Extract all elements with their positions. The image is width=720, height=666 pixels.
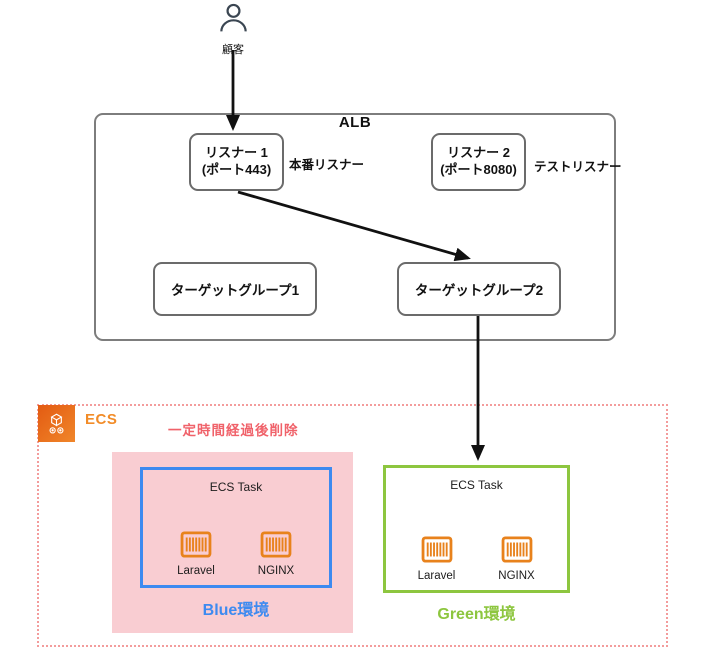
ecs-label: ECS [85,411,118,428]
target-group1-node: ターゲットグループ1 [153,262,317,316]
blue-environment-region [112,452,353,633]
green-container-row: Laravel NGINX [386,536,567,582]
container-nginx: NGINX [486,536,548,582]
container-icon [260,531,292,563]
target-group2-node: ターゲットグループ2 [397,262,561,316]
container-icon [421,536,453,568]
blue-ecs-task-box: ECS Task Laravel [140,467,332,588]
customer-node: 顧客 [212,2,254,57]
container-label: Laravel [417,570,456,582]
customer-label: 顧客 [222,44,244,56]
container-laravel: Laravel [406,536,468,582]
green-env-label: Green環境 [437,606,516,623]
blue-env-label: Blue環境 [202,602,270,619]
blue-task-title: ECS Task [209,480,263,494]
container-label: Laravel [177,565,215,577]
test-listener-label: テストリスナー [534,160,622,174]
container-label: NGINX [257,565,295,577]
container-laravel: Laravel [165,531,227,577]
listener1-node: リスナー 1 (ポート443) [189,133,284,191]
container-nginx: NGINX [245,531,307,577]
listener1-text: リスナー 1 (ポート443) [201,145,272,177]
delete-after-time-note: 一定時間経過後削除 [168,423,299,438]
container-icon [501,536,533,568]
blue-container-row: Laravel NGINX [143,531,329,577]
ecs-service-icon [38,405,75,442]
container-label: NGINX [498,570,535,582]
green-task-title: ECS Task [450,478,503,492]
alb-title: ALB [338,114,372,131]
production-listener-label: 本番リスナー [289,158,365,172]
green-ecs-task-box: ECS Task Laravel [383,465,570,593]
user-icon [218,2,249,40]
container-icon [180,531,212,563]
listener2-text: リスナー 2 (ポート8080) [440,145,517,177]
listener2-node: リスナー 2 (ポート8080) [431,133,526,191]
